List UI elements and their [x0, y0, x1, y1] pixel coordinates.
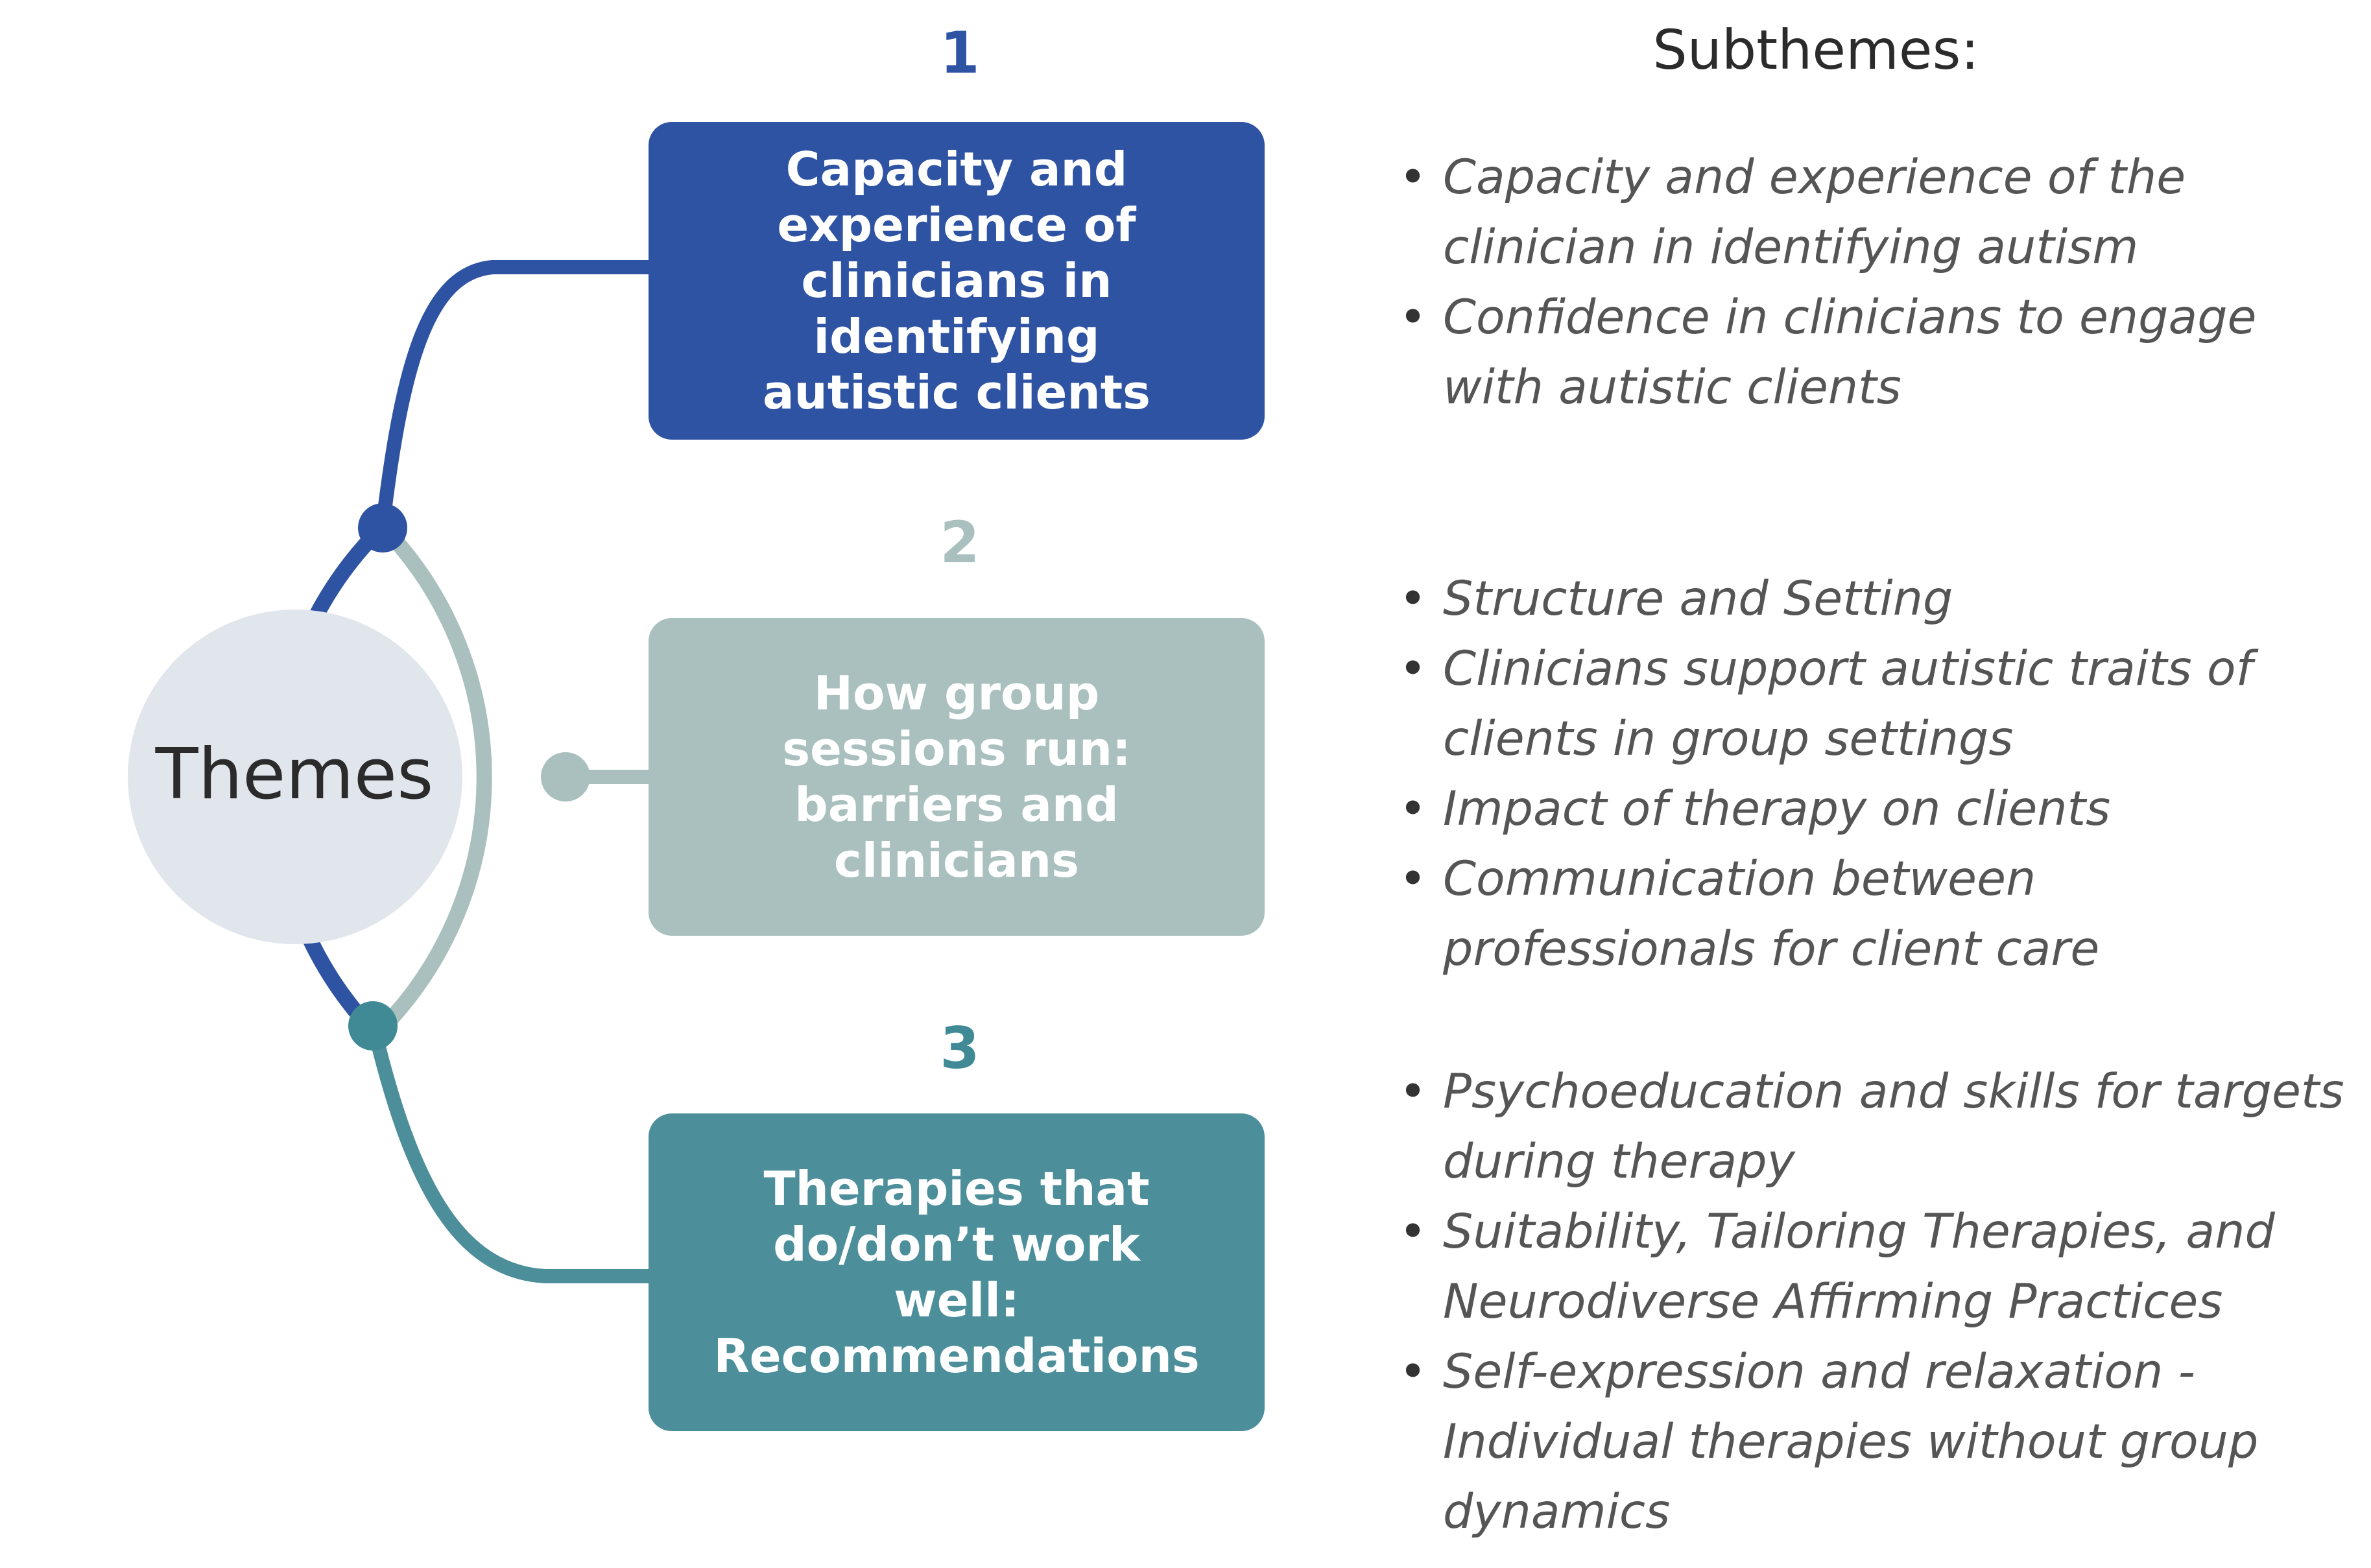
subtheme-text: Capacity and experience of the clinician…	[1443, 150, 2186, 275]
bullet-icon: •	[1399, 1204, 1427, 1259]
subtheme-text: Self-expression and relaxation - Individ…	[1443, 1344, 2259, 1539]
subtheme-item: • Clinicians support autistic traits of c…	[1385, 634, 2357, 774]
connector-theme-1	[375, 260, 662, 534]
subtheme-item: • Structure and Setting	[1385, 564, 2357, 634]
theme-3-title: Therapies that do/don’t work well: Recom…	[713, 1161, 1200, 1383]
subtheme-text: Confidence in clinicians to engage with …	[1443, 290, 2257, 415]
subtheme-text: Clinicians support autistic traits of cl…	[1443, 641, 2253, 766]
subtheme-text: Structure and Setting	[1443, 571, 1953, 626]
theme-3-number: 3	[940, 1015, 980, 1082]
theme-2-title: How group sessions run: barriers and cli…	[782, 666, 1131, 888]
bullet-icon: •	[1399, 1064, 1427, 1119]
subthemes-list-theme-2: • Structure and Setting • Clinicians suppo…	[1385, 564, 2357, 984]
subtheme-item: • Confidence in clinicians to engage with…	[1385, 283, 2357, 423]
bullet-icon: •	[1399, 851, 1427, 907]
subthemes-heading: Subthemes:	[1652, 18, 1979, 82]
bullet-icon: •	[1399, 571, 1427, 626]
outer-ring-grey-arc	[370, 521, 492, 1040]
subthemes-list-theme-3: • Psychoeducation and skills for targets …	[1385, 1057, 2357, 1547]
connector-theme-3	[366, 1016, 662, 1283]
connector-dot-2	[541, 752, 590, 802]
subtheme-item: • Suitability, Tailoring Therapies, and N…	[1385, 1197, 2357, 1337]
subtheme-item: • Self-expression and relaxation - Indivi…	[1385, 1337, 2357, 1547]
theme-1-box: Capacity and experience of clinicians in…	[649, 122, 1265, 440]
connector-dot-1	[358, 503, 407, 552]
theme-2-number: 2	[940, 509, 980, 576]
themes-center-circle	[128, 610, 462, 944]
theme-1-title: Capacity and experience of clinicians in…	[762, 142, 1151, 420]
connector-dot-3	[348, 1001, 398, 1051]
theme-2-box: How group sessions run: barriers and cli…	[649, 618, 1265, 936]
themes-center-label: Themes	[155, 733, 434, 815]
theme-3-box: Therapies that do/don’t work well: Recom…	[649, 1113, 1265, 1431]
subtheme-text: Communication between professionals for …	[1443, 851, 2100, 977]
theme-1-number: 1	[940, 19, 980, 86]
subthemes-list-theme-1: • Capacity and experience of the clinicia…	[1385, 143, 2357, 423]
bullet-icon: •	[1399, 290, 1427, 345]
bullet-icon: •	[1399, 1344, 1427, 1399]
bullet-icon: •	[1399, 150, 1427, 205]
bullet-icon: •	[1399, 781, 1427, 837]
subtheme-item: • Capacity and experience of the clinicia…	[1385, 143, 2357, 283]
subtheme-item: • Communication between professionals for…	[1385, 844, 2357, 984]
bullet-icon: •	[1399, 641, 1427, 696]
subtheme-item: • Psychoeducation and skills for targets …	[1385, 1057, 2357, 1197]
subtheme-text: Psychoeducation and skills for targets d…	[1443, 1064, 2344, 1189]
subtheme-item: • Impact of therapy on clients	[1385, 774, 2357, 844]
subtheme-text: Suitability, Tailoring Therapies, and Ne…	[1443, 1204, 2275, 1329]
subtheme-text: Impact of therapy on clients	[1443, 781, 2111, 837]
